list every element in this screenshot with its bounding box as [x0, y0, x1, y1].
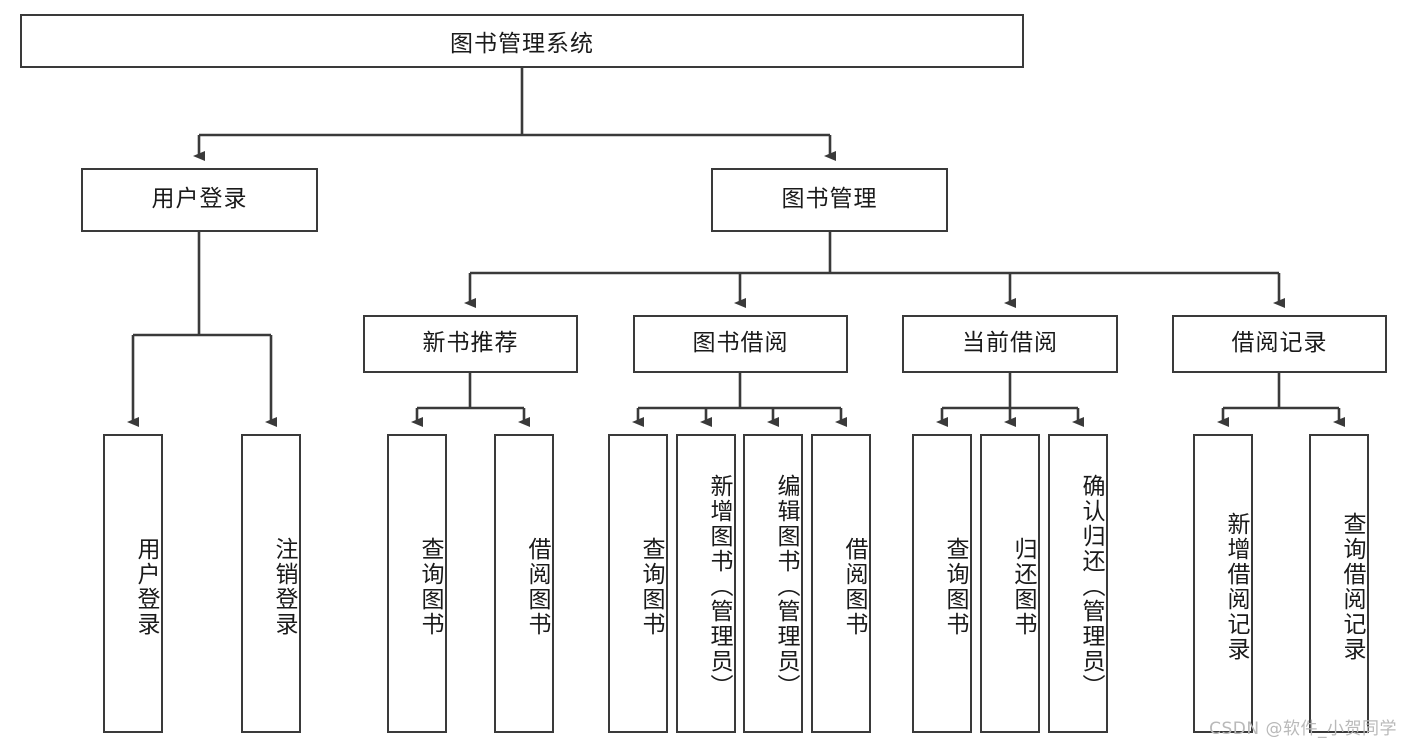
node-label: 当前借阅 [962, 330, 1058, 357]
node-user-login[interactable]: 用户登录 [81, 168, 318, 232]
leaf-add-borrowing-record[interactable]: 新增借阅记录 [1193, 434, 1253, 733]
node-label: 查询借阅记录 [1339, 511, 1365, 662]
node-label: 确认归还（管理员） [1078, 474, 1104, 699]
node-label: 图书管理系统 [450, 31, 594, 57]
leaf-query-books-borrowing[interactable]: 查询图书 [608, 434, 668, 733]
leaf-query-books-current[interactable]: 查询图书 [912, 434, 972, 733]
node-label: 用户登录 [151, 186, 248, 213]
node-label: 新增图书（管理员） [706, 474, 732, 699]
node-book-management[interactable]: 图书管理 [711, 168, 948, 232]
leaf-borrow-books-borrowing[interactable]: 借阅图书 [811, 434, 871, 733]
node-label: 新书推荐 [422, 330, 519, 357]
leaf-query-borrowing-record[interactable]: 查询借阅记录 [1309, 434, 1369, 733]
node-label: 查询图书 [417, 536, 443, 637]
node-label: 注销登录 [271, 536, 297, 637]
leaf-query-books-recommendation[interactable]: 查询图书 [387, 434, 447, 733]
node-borrowing-records[interactable]: 借阅记录 [1172, 315, 1387, 373]
leaf-edit-book-admin[interactable]: 编辑图书（管理员） [743, 434, 803, 733]
node-label: 用户登录 [133, 536, 159, 637]
node-new-book-recommendation[interactable]: 新书推荐 [363, 315, 578, 373]
node-label: 图书管理 [781, 186, 878, 213]
node-root-book-management-system[interactable]: 图书管理系统 [20, 14, 1024, 68]
leaf-borrow-books-recommendation[interactable]: 借阅图书 [494, 434, 554, 733]
leaf-return-books[interactable]: 归还图书 [980, 434, 1040, 733]
node-label: 查询图书 [638, 536, 664, 637]
node-label: 编辑图书（管理员） [773, 474, 799, 699]
csdn-watermark: CSDN @软件_小贺同学 [1209, 719, 1397, 739]
leaf-add-book-admin[interactable]: 新增图书（管理员） [676, 434, 736, 733]
node-current-borrowing[interactable]: 当前借阅 [902, 315, 1118, 373]
node-label: 查询图书 [942, 536, 968, 637]
leaf-user-login[interactable]: 用户登录 [103, 434, 163, 733]
node-label: 新增借阅记录 [1223, 511, 1249, 662]
node-label: 借阅图书 [524, 536, 550, 637]
leaf-logout[interactable]: 注销登录 [241, 434, 301, 733]
node-label: 归还图书 [1010, 536, 1036, 637]
leaf-confirm-return-admin[interactable]: 确认归还（管理员） [1048, 434, 1108, 733]
node-label: 借阅图书 [841, 536, 867, 637]
node-label: 图书借阅 [692, 330, 789, 357]
node-book-borrowing[interactable]: 图书借阅 [633, 315, 848, 373]
node-label: 借阅记录 [1231, 330, 1328, 357]
